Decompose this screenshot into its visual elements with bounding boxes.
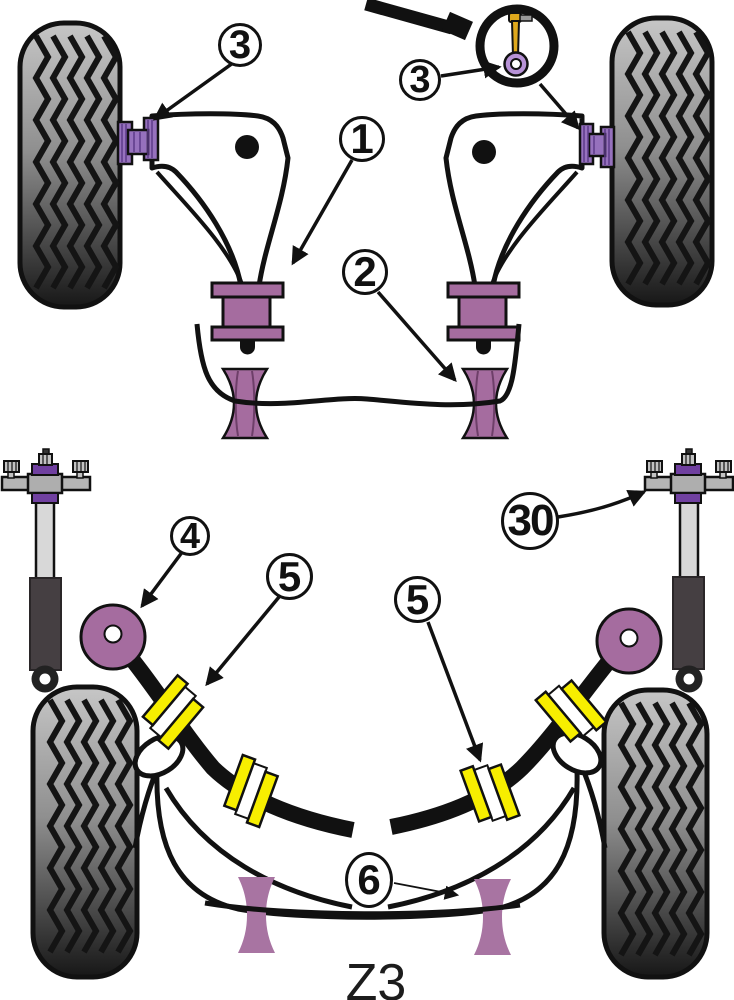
callout-4: 4 <box>170 516 210 556</box>
model-label: Z3 <box>345 954 407 1000</box>
rear-sway-bar-left <box>105 628 355 838</box>
rear-track-rod-left <box>163 786 353 910</box>
arrow-5-right <box>426 621 484 763</box>
tie-rod-pin <box>519 14 533 22</box>
bushing-3-left <box>116 116 160 166</box>
rear-anti-roll-bar <box>154 769 580 920</box>
arm-pivot-dot-right <box>472 140 496 164</box>
arm-pivot-dot-left <box>235 135 259 159</box>
arrow-4 <box>140 549 185 609</box>
magnifier-handle <box>364 0 454 35</box>
control-arm-left <box>149 111 291 289</box>
callout-5-right: 5 <box>394 576 441 623</box>
top-mount-left <box>0 447 92 505</box>
bushing-3-right <box>578 122 616 169</box>
callout-2: 2 <box>342 249 388 295</box>
callout-6: 6 <box>345 852 393 908</box>
arrow-3-left <box>152 61 235 121</box>
magnifier-ferrule <box>442 11 473 41</box>
arrow-30 <box>557 490 647 519</box>
strut-right <box>643 447 734 693</box>
arrow-6 <box>393 882 460 900</box>
arrow-2 <box>376 290 457 383</box>
magnifier <box>364 0 559 88</box>
tire-front-right <box>609 15 715 308</box>
clamp-5-inner-left <box>220 753 282 829</box>
bushing-6-right <box>474 879 511 955</box>
callout-1: 1 <box>339 116 385 162</box>
spring-pad-4-right <box>595 607 663 675</box>
tire-front-left <box>17 20 123 310</box>
bushing-1-right <box>446 281 521 355</box>
rear-track-rod-right <box>387 786 577 910</box>
front-anti-roll-bar <box>194 323 522 408</box>
top-mount-right <box>643 447 734 505</box>
callout-arrows <box>140 60 647 763</box>
control-arm-right <box>443 111 585 289</box>
rear-bar-over-bushings <box>204 900 521 917</box>
tie-rod-shaft <box>510 20 521 57</box>
tie-rod-bushing-hole <box>510 58 522 70</box>
spring-pad-4-left <box>79 603 147 671</box>
arrow-magnifier <box>538 82 580 131</box>
rear-sway-bar-right <box>389 630 636 835</box>
strut-left <box>0 447 92 693</box>
tire-rear-left <box>30 684 140 980</box>
arrow-3-right <box>440 60 502 79</box>
rear-linkage-curves <box>132 761 608 920</box>
tire-rear-right <box>601 687 710 980</box>
bushing-1-left <box>210 281 285 355</box>
arrow-5-left <box>205 595 281 687</box>
callout-3-right: 3 <box>399 59 441 101</box>
arrow-1 <box>291 159 354 266</box>
callout-30: 30 <box>501 492 559 550</box>
callout-3-left: 3 <box>218 23 262 67</box>
callout-5-left: 5 <box>266 553 313 600</box>
